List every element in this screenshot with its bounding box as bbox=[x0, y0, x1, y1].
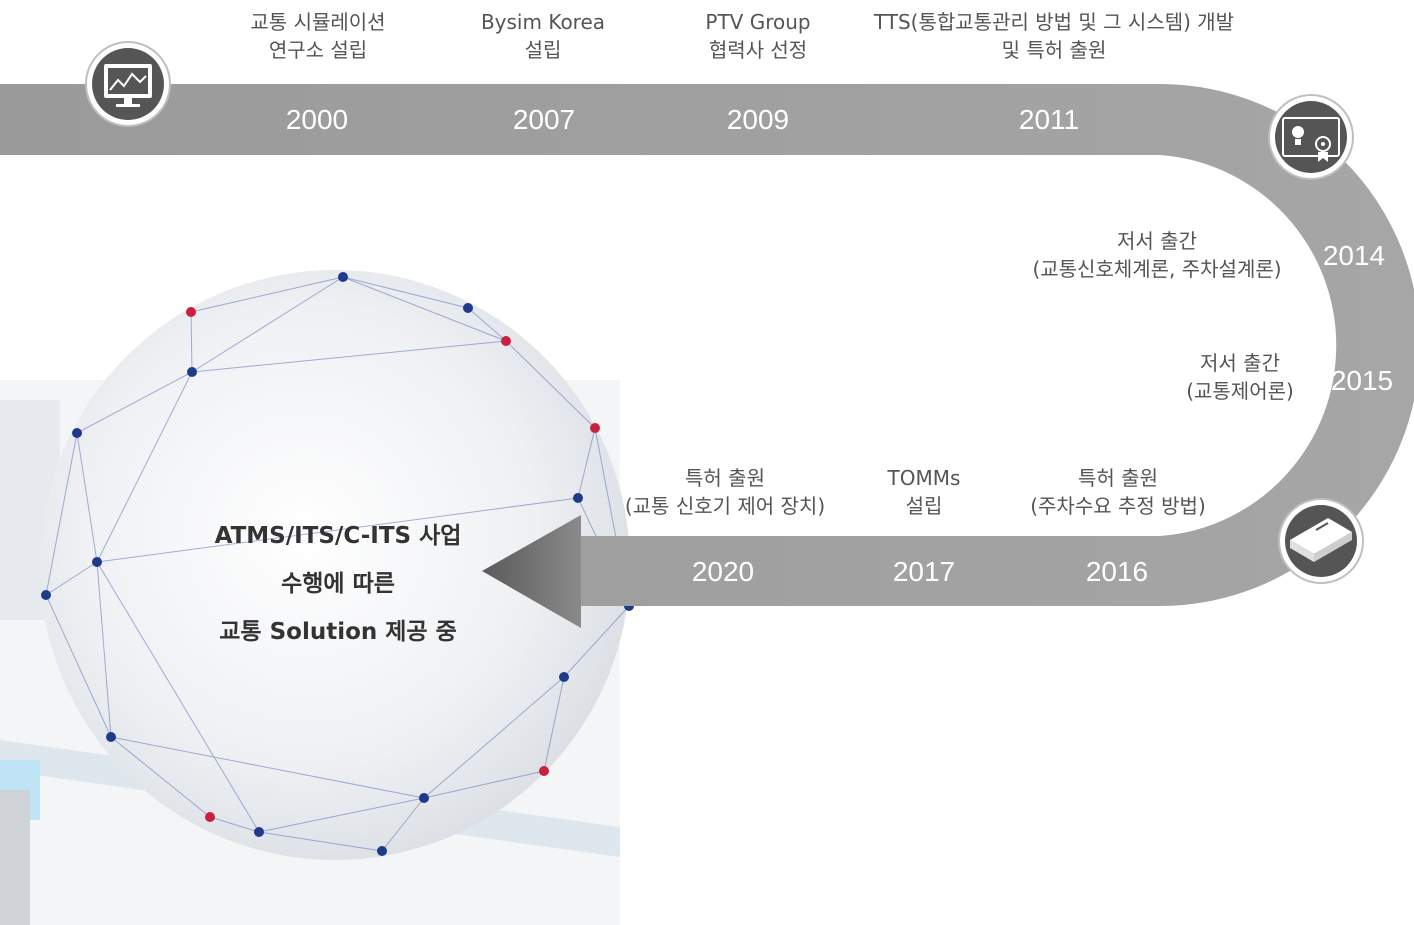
network-node bbox=[377, 846, 387, 856]
event-2014: 저서 출간 (교통신호체계론, 주차설계론) bbox=[1012, 227, 1302, 283]
certificate-icon bbox=[1268, 94, 1354, 180]
network-node bbox=[590, 423, 600, 433]
network-node bbox=[559, 672, 569, 682]
event-2011-line-2: 및 특허 출원 bbox=[1001, 38, 1107, 62]
timeline-arrow bbox=[482, 515, 581, 628]
network-edge bbox=[45, 561, 98, 596]
event-2017: TOMMs 설립 bbox=[844, 464, 1004, 520]
year-label-2009: 2009 bbox=[726, 104, 790, 135]
event-2020-line-2: (교통 신호기 제어 장치) bbox=[624, 494, 826, 518]
network-edge bbox=[76, 432, 98, 563]
network-node bbox=[463, 303, 473, 313]
event-2016-line-2: (주차수요 추정 방법) bbox=[1030, 494, 1206, 518]
event-2007-line-2: 설립 bbox=[524, 38, 562, 62]
network-node bbox=[72, 428, 82, 438]
center-line-2: 수행에 따른 bbox=[281, 571, 395, 597]
year-label-2000: 2000 bbox=[285, 104, 349, 135]
network-edge bbox=[423, 676, 565, 799]
event-2009-line-1: PTV Group bbox=[705, 10, 811, 34]
network-edge bbox=[505, 340, 596, 429]
event-2020: 특허 출원 (교통 신호기 제어 장치) bbox=[605, 464, 845, 520]
network-node bbox=[573, 493, 583, 503]
event-2009-line-2: 협력사 선정 bbox=[708, 38, 808, 62]
network-node bbox=[501, 336, 511, 346]
network-edge bbox=[467, 307, 507, 342]
network-edge bbox=[342, 276, 469, 309]
network-edge bbox=[209, 816, 260, 833]
event-2014-line-2: (교통신호체계론, 주차설계론) bbox=[1032, 257, 1282, 281]
book-icon bbox=[1278, 498, 1364, 584]
center-line-3: 교통 Solution 제공 중 bbox=[219, 619, 457, 645]
network-edge bbox=[96, 371, 193, 563]
event-2007-line-1: Bysim Korea bbox=[480, 10, 606, 34]
network-node bbox=[92, 557, 102, 567]
event-2014-line-1: 저서 출간 bbox=[1117, 229, 1197, 253]
network-edge bbox=[423, 770, 545, 799]
year-label-2007: 2007 bbox=[512, 104, 576, 135]
network-edge bbox=[577, 427, 596, 499]
network-node bbox=[338, 272, 348, 282]
network-edge bbox=[191, 276, 344, 373]
network-node bbox=[187, 367, 197, 377]
year-label-2020: 2020 bbox=[691, 556, 755, 587]
event-2016-line-1: 특허 출원 bbox=[1078, 466, 1158, 490]
network-edge bbox=[45, 594, 112, 738]
center-line-1: ATMS/ITS/C-ITS 사업 bbox=[214, 523, 462, 549]
network-node bbox=[186, 307, 196, 317]
event-2000-line-1: 교통 시뮬레이션 bbox=[250, 10, 386, 34]
network-lines bbox=[45, 276, 630, 852]
network-edge bbox=[191, 340, 507, 373]
year-label-2017: 2017 bbox=[892, 556, 956, 587]
network-node bbox=[41, 590, 51, 600]
network-edge bbox=[190, 311, 193, 373]
network-edge bbox=[563, 605, 630, 678]
network-node bbox=[106, 732, 116, 742]
network-node bbox=[539, 766, 549, 776]
network-edge bbox=[258, 797, 425, 833]
event-2000-line-2: 연구소 설립 bbox=[268, 38, 368, 62]
year-label-2015: 2015 bbox=[1330, 365, 1394, 396]
year-label-2016: 2016 bbox=[1085, 556, 1149, 587]
event-2009: PTV Group 협력사 선정 bbox=[658, 8, 858, 64]
event-2016: 특허 출원 (주차수요 추정 방법) bbox=[1008, 464, 1228, 520]
network-edge bbox=[190, 276, 344, 313]
network-edge bbox=[342, 276, 507, 342]
event-2015-line-1: 저서 출간 bbox=[1200, 351, 1280, 375]
event-2011-line-1: TTS(통합교통관리 방법 및 그 시스템) 개발 bbox=[873, 10, 1235, 34]
network-edge bbox=[543, 676, 565, 772]
event-2007: Bysim Korea 설립 bbox=[443, 8, 643, 64]
network-edge bbox=[96, 497, 579, 563]
year-label-2014: 2014 bbox=[1322, 240, 1386, 271]
year-label-2011: 2011 bbox=[1018, 104, 1080, 135]
network-node bbox=[205, 812, 215, 822]
monitor-chart-icon bbox=[85, 41, 171, 127]
network-edge bbox=[45, 432, 78, 596]
event-2015-line-2: (교통제어론) bbox=[1186, 379, 1294, 403]
network-node bbox=[254, 827, 264, 837]
event-2011: TTS(통합교통관리 방법 및 그 시스템) 개발 및 특허 출원 bbox=[849, 8, 1259, 64]
network-edge bbox=[381, 797, 425, 852]
network-nodes bbox=[41, 272, 634, 856]
network-edge bbox=[96, 561, 260, 833]
network-edge bbox=[110, 736, 211, 818]
center-message: ATMS/ITS/C-ITS 사업 수행에 따른 교통 Solution 제공 … bbox=[180, 512, 496, 656]
network-edge bbox=[96, 561, 112, 738]
network-edge bbox=[110, 736, 425, 799]
network-edge bbox=[258, 831, 383, 852]
event-2015: 저서 출간 (교통제어론) bbox=[1165, 349, 1315, 405]
event-2017-line-2: 설립 bbox=[905, 494, 943, 518]
network-node bbox=[419, 793, 429, 803]
event-2020-line-1: 특허 출원 bbox=[685, 466, 765, 490]
network-edge bbox=[76, 371, 193, 434]
event-2000: 교통 시뮬레이션 연구소 설립 bbox=[218, 8, 418, 64]
event-2017-line-1: TOMMs bbox=[887, 466, 961, 490]
